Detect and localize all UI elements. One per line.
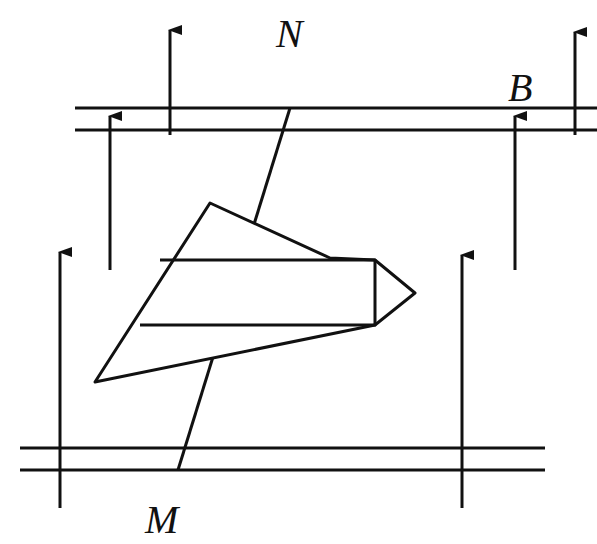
- point-label: M: [145, 500, 178, 540]
- field-label: B: [508, 68, 532, 108]
- point-label: N: [276, 14, 303, 54]
- rails: [20, 108, 597, 470]
- triangle-ruler: [95, 203, 415, 382]
- field-lines: [60, 30, 575, 508]
